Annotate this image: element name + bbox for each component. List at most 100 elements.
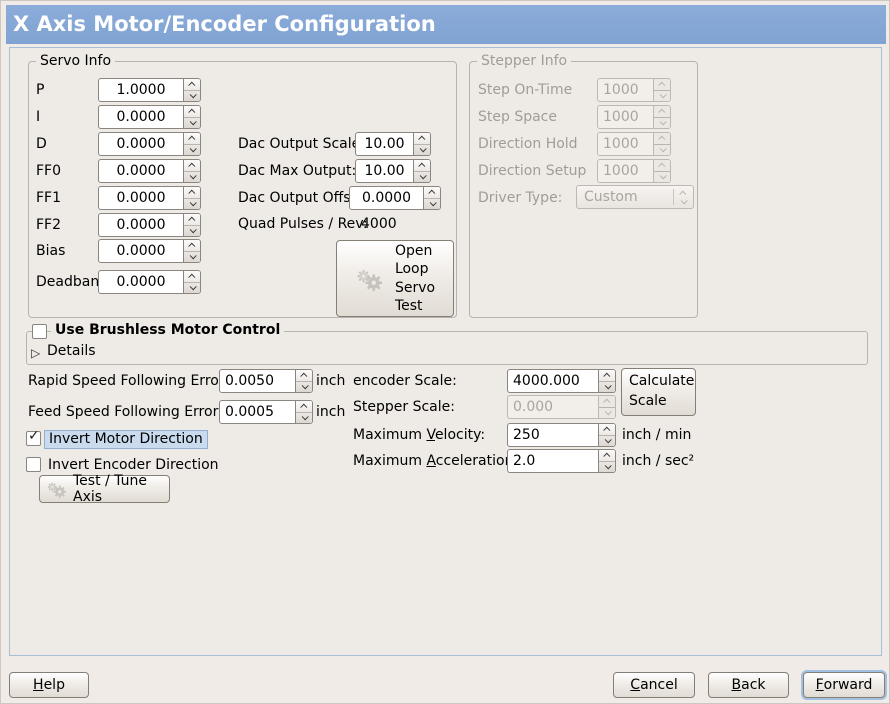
max-velocity-label: Maximum Velocity: (353, 427, 486, 443)
driver-type-dropdown: Custom (576, 185, 694, 209)
spin-down-button[interactable] (414, 170, 430, 183)
spin-down-button[interactable] (184, 116, 200, 129)
spin-down-button[interactable] (296, 411, 312, 424)
dac-output-offset-spinbox[interactable]: 0.0000 (349, 186, 441, 210)
stepper-info-legend: Stepper Info (477, 54, 572, 69)
max-accel-label: Maximum Acceleration: (353, 453, 519, 469)
chevron-up-icon (602, 452, 610, 460)
details-expander[interactable]: Details (47, 343, 96, 359)
spin-up-button[interactable] (414, 160, 430, 171)
step-on-time-spinbox: 1000 (597, 78, 671, 102)
dac-output-scale-label: Dac Output Scale: (238, 136, 365, 152)
chevron-down-icon (189, 252, 197, 260)
spin-up-button[interactable] (414, 133, 430, 144)
i-spinbox[interactable]: 0.0000 (98, 105, 201, 129)
use-brushless-label[interactable]: Use Brushless Motor Control (51, 320, 285, 341)
spin-down-button[interactable] (184, 281, 200, 294)
bias-spinbox[interactable]: 0.0000 (98, 239, 201, 263)
spin-up-button[interactable] (599, 450, 615, 461)
stepper-scale-spinbox: 0.000 (507, 395, 616, 419)
direction-hold-label: Direction Hold (478, 136, 578, 152)
p-label: P (36, 82, 45, 98)
feed-error-label: Feed Speed Following Error: (28, 404, 223, 420)
chevron-up-icon (417, 162, 425, 170)
spin-down-button[interactable] (599, 380, 615, 393)
spin-up-button[interactable] (184, 79, 200, 90)
spin-down-button[interactable] (184, 143, 200, 156)
spin-up-button[interactable] (296, 401, 312, 412)
spin-down-button[interactable] (184, 224, 200, 237)
spin-down-button[interactable] (184, 170, 200, 183)
spin-down-button[interactable] (184, 89, 200, 102)
spin-up-button[interactable] (184, 240, 200, 251)
chevron-up-icon (657, 162, 665, 170)
feed-error-spinbox[interactable]: 0.0005 (219, 400, 313, 424)
chevron-down-icon (301, 413, 309, 421)
stepper-scale-label: Stepper Scale: (353, 399, 455, 415)
d-spinbox[interactable]: 0.0000 (98, 132, 201, 156)
ff0-spinbox[interactable]: 0.0000 (98, 159, 201, 183)
spin-up-button[interactable] (184, 214, 200, 225)
p-spinbox[interactable]: 1.0000 (98, 78, 201, 102)
spin-up-button[interactable] (599, 370, 615, 381)
spin-down-button[interactable] (424, 197, 440, 210)
servo-info-frame (28, 61, 457, 318)
chevron-down-icon (604, 436, 612, 444)
test-tune-axis-button[interactable]: Test / Tune Axis (39, 473, 170, 505)
checkmark-icon: ✓ (28, 428, 40, 444)
encoder-scale-spinbox[interactable]: 4000.000 (507, 369, 616, 393)
spin-up-button[interactable] (599, 424, 615, 435)
spin-up-button[interactable] (184, 271, 200, 282)
invert-encoder-checkbox[interactable] (26, 457, 41, 472)
invert-motor-label[interactable]: Invert Motor Direction (44, 430, 208, 449)
max-accel-unit: inch / sec² (622, 453, 695, 469)
invert-motor-checkbox[interactable]: ✓ (26, 428, 41, 446)
chevron-up-icon (187, 216, 195, 224)
dac-output-scale-spinbox[interactable]: 10.00 (355, 132, 431, 156)
triangle-right-icon[interactable]: ▷ (31, 346, 41, 360)
spin-down-button[interactable] (599, 434, 615, 447)
chevron-down-icon (604, 382, 612, 390)
spin-down-button[interactable] (296, 380, 312, 393)
chevron-down-icon (189, 91, 197, 99)
dac-max-output-label: Dac Max Output: (238, 163, 357, 179)
chevron-down-icon (189, 145, 197, 153)
max-velocity-spinbox[interactable]: 250 (507, 423, 616, 447)
direction-setup-label: Direction Setup (478, 163, 587, 179)
spin-up-button[interactable] (296, 370, 312, 381)
spin-down-button[interactable] (599, 460, 615, 473)
spin-down-button[interactable] (184, 197, 200, 210)
use-brushless-checkbox[interactable] (32, 324, 47, 339)
chevron-up-icon (602, 398, 610, 406)
calculate-scale-button[interactable]: Calculate Scale (621, 368, 696, 416)
spin-down-button[interactable] (184, 250, 200, 263)
spin-up-button[interactable] (184, 133, 200, 144)
ff2-spinbox[interactable]: 0.0000 (98, 213, 201, 237)
title-banner: X Axis Motor/Encoder Configuration (6, 5, 886, 44)
dac-max-output-spinbox[interactable]: 10.00 (355, 159, 431, 183)
spin-up-button[interactable] (184, 160, 200, 171)
step-space-label: Step Space (478, 109, 557, 125)
open-loop-servo-test-button[interactable]: Open Loop Servo Test (336, 240, 454, 317)
spin-up-button[interactable] (184, 106, 200, 117)
chevron-down-icon (189, 226, 197, 234)
dac-output-offset-label: Dac Output Offset: (238, 190, 370, 206)
chevron-down-icon (419, 145, 427, 153)
chevron-down-icon (301, 382, 309, 390)
max-accel-spinbox[interactable]: 2.0 (507, 449, 616, 473)
deadband-spinbox[interactable]: 0.0000 (98, 270, 201, 294)
spin-up-button[interactable] (184, 187, 200, 198)
invert-encoder-label[interactable]: Invert Encoder Direction (48, 457, 219, 473)
rapid-error-spinbox[interactable]: 0.0050 (219, 369, 313, 393)
ff1-spinbox[interactable]: 0.0000 (98, 186, 201, 210)
i-label: I (36, 109, 41, 125)
deadband-label: Deadband (36, 274, 109, 290)
spin-up-button[interactable] (424, 187, 440, 198)
direction-setup-spinbox: 1000 (597, 159, 671, 183)
spin-down-button[interactable] (414, 143, 430, 156)
quad-pulses-label: Quad Pulses / Rev: (238, 216, 368, 232)
